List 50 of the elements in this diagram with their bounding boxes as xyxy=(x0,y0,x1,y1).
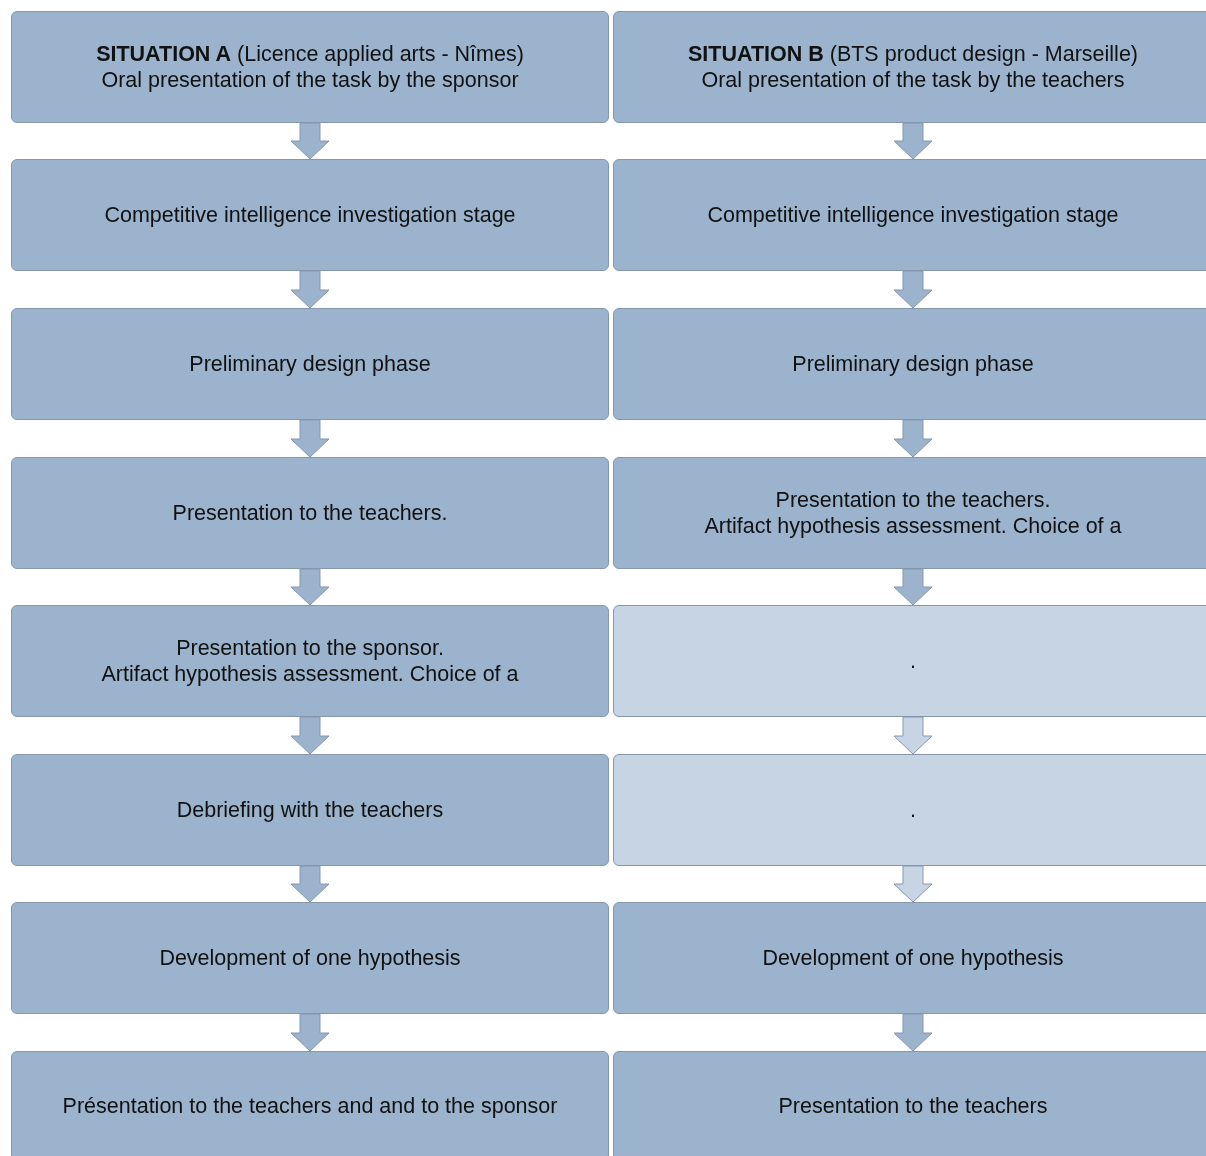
process-box xyxy=(11,11,609,123)
block-arrow xyxy=(893,716,933,755)
block-arrow xyxy=(290,270,330,309)
box-text: Presentation to the teachers. xyxy=(172,500,448,526)
block-arrow xyxy=(290,865,330,903)
process-box xyxy=(613,902,1206,1014)
process-box xyxy=(613,754,1206,866)
block-arrow xyxy=(893,568,933,606)
block-arrow xyxy=(893,270,933,309)
box-text: Preliminary design phase xyxy=(792,351,1034,377)
box-text: Debriefing with the teachers xyxy=(176,797,444,823)
process-box xyxy=(613,308,1206,420)
box-text: SITUATION A (Licence applied arts - Nîmes) xyxy=(96,41,524,67)
block-arrow xyxy=(290,1013,330,1052)
process-box xyxy=(11,902,609,1014)
process-box xyxy=(11,605,609,717)
block-arrow xyxy=(893,419,933,458)
box-text: Presentation to the teachers. xyxy=(775,487,1051,513)
process-box xyxy=(11,754,609,866)
process-box xyxy=(613,1051,1206,1156)
process-box xyxy=(11,308,609,420)
box-text: . xyxy=(910,648,916,674)
box-text: Oral presentation of the task by the sponsor xyxy=(101,67,519,93)
box-text: Competitive intelligence investigation stage xyxy=(707,202,1119,228)
process-box xyxy=(613,605,1206,717)
block-arrow xyxy=(290,568,330,606)
process-box xyxy=(11,1051,609,1156)
box-text: Preliminary design phase xyxy=(189,351,431,377)
process-box xyxy=(11,457,609,569)
box-text: . xyxy=(910,797,916,823)
block-arrow xyxy=(893,865,933,903)
box-text: Presentation to the teachers xyxy=(778,1093,1048,1119)
block-arrow xyxy=(290,419,330,458)
box-text: Development of one hypothesis xyxy=(762,945,1064,971)
block-arrow xyxy=(290,122,330,160)
process-box xyxy=(613,457,1206,569)
process-box xyxy=(613,11,1206,123)
process-box xyxy=(613,159,1206,271)
box-text: Artifact hypothesis assessment. Choice of a xyxy=(101,661,519,687)
box-text: Competitive intelligence investigation stage xyxy=(104,202,516,228)
box-text: Development of one hypothesis xyxy=(159,945,461,971)
block-arrow xyxy=(893,1013,933,1052)
box-text: Presentation to the sponsor. xyxy=(176,635,444,661)
box-text: Artifact hypothesis assessment. Choice of a xyxy=(704,513,1122,539)
box-text: Oral presentation of the task by the teachers xyxy=(701,67,1125,93)
box-text: Présentation to the teachers and and to the sponsor xyxy=(62,1093,558,1119)
block-arrow xyxy=(893,122,933,160)
block-arrow xyxy=(290,716,330,755)
box-text: SITUATION B (BTS product design - Marseille) xyxy=(688,41,1138,67)
process-box xyxy=(11,159,609,271)
